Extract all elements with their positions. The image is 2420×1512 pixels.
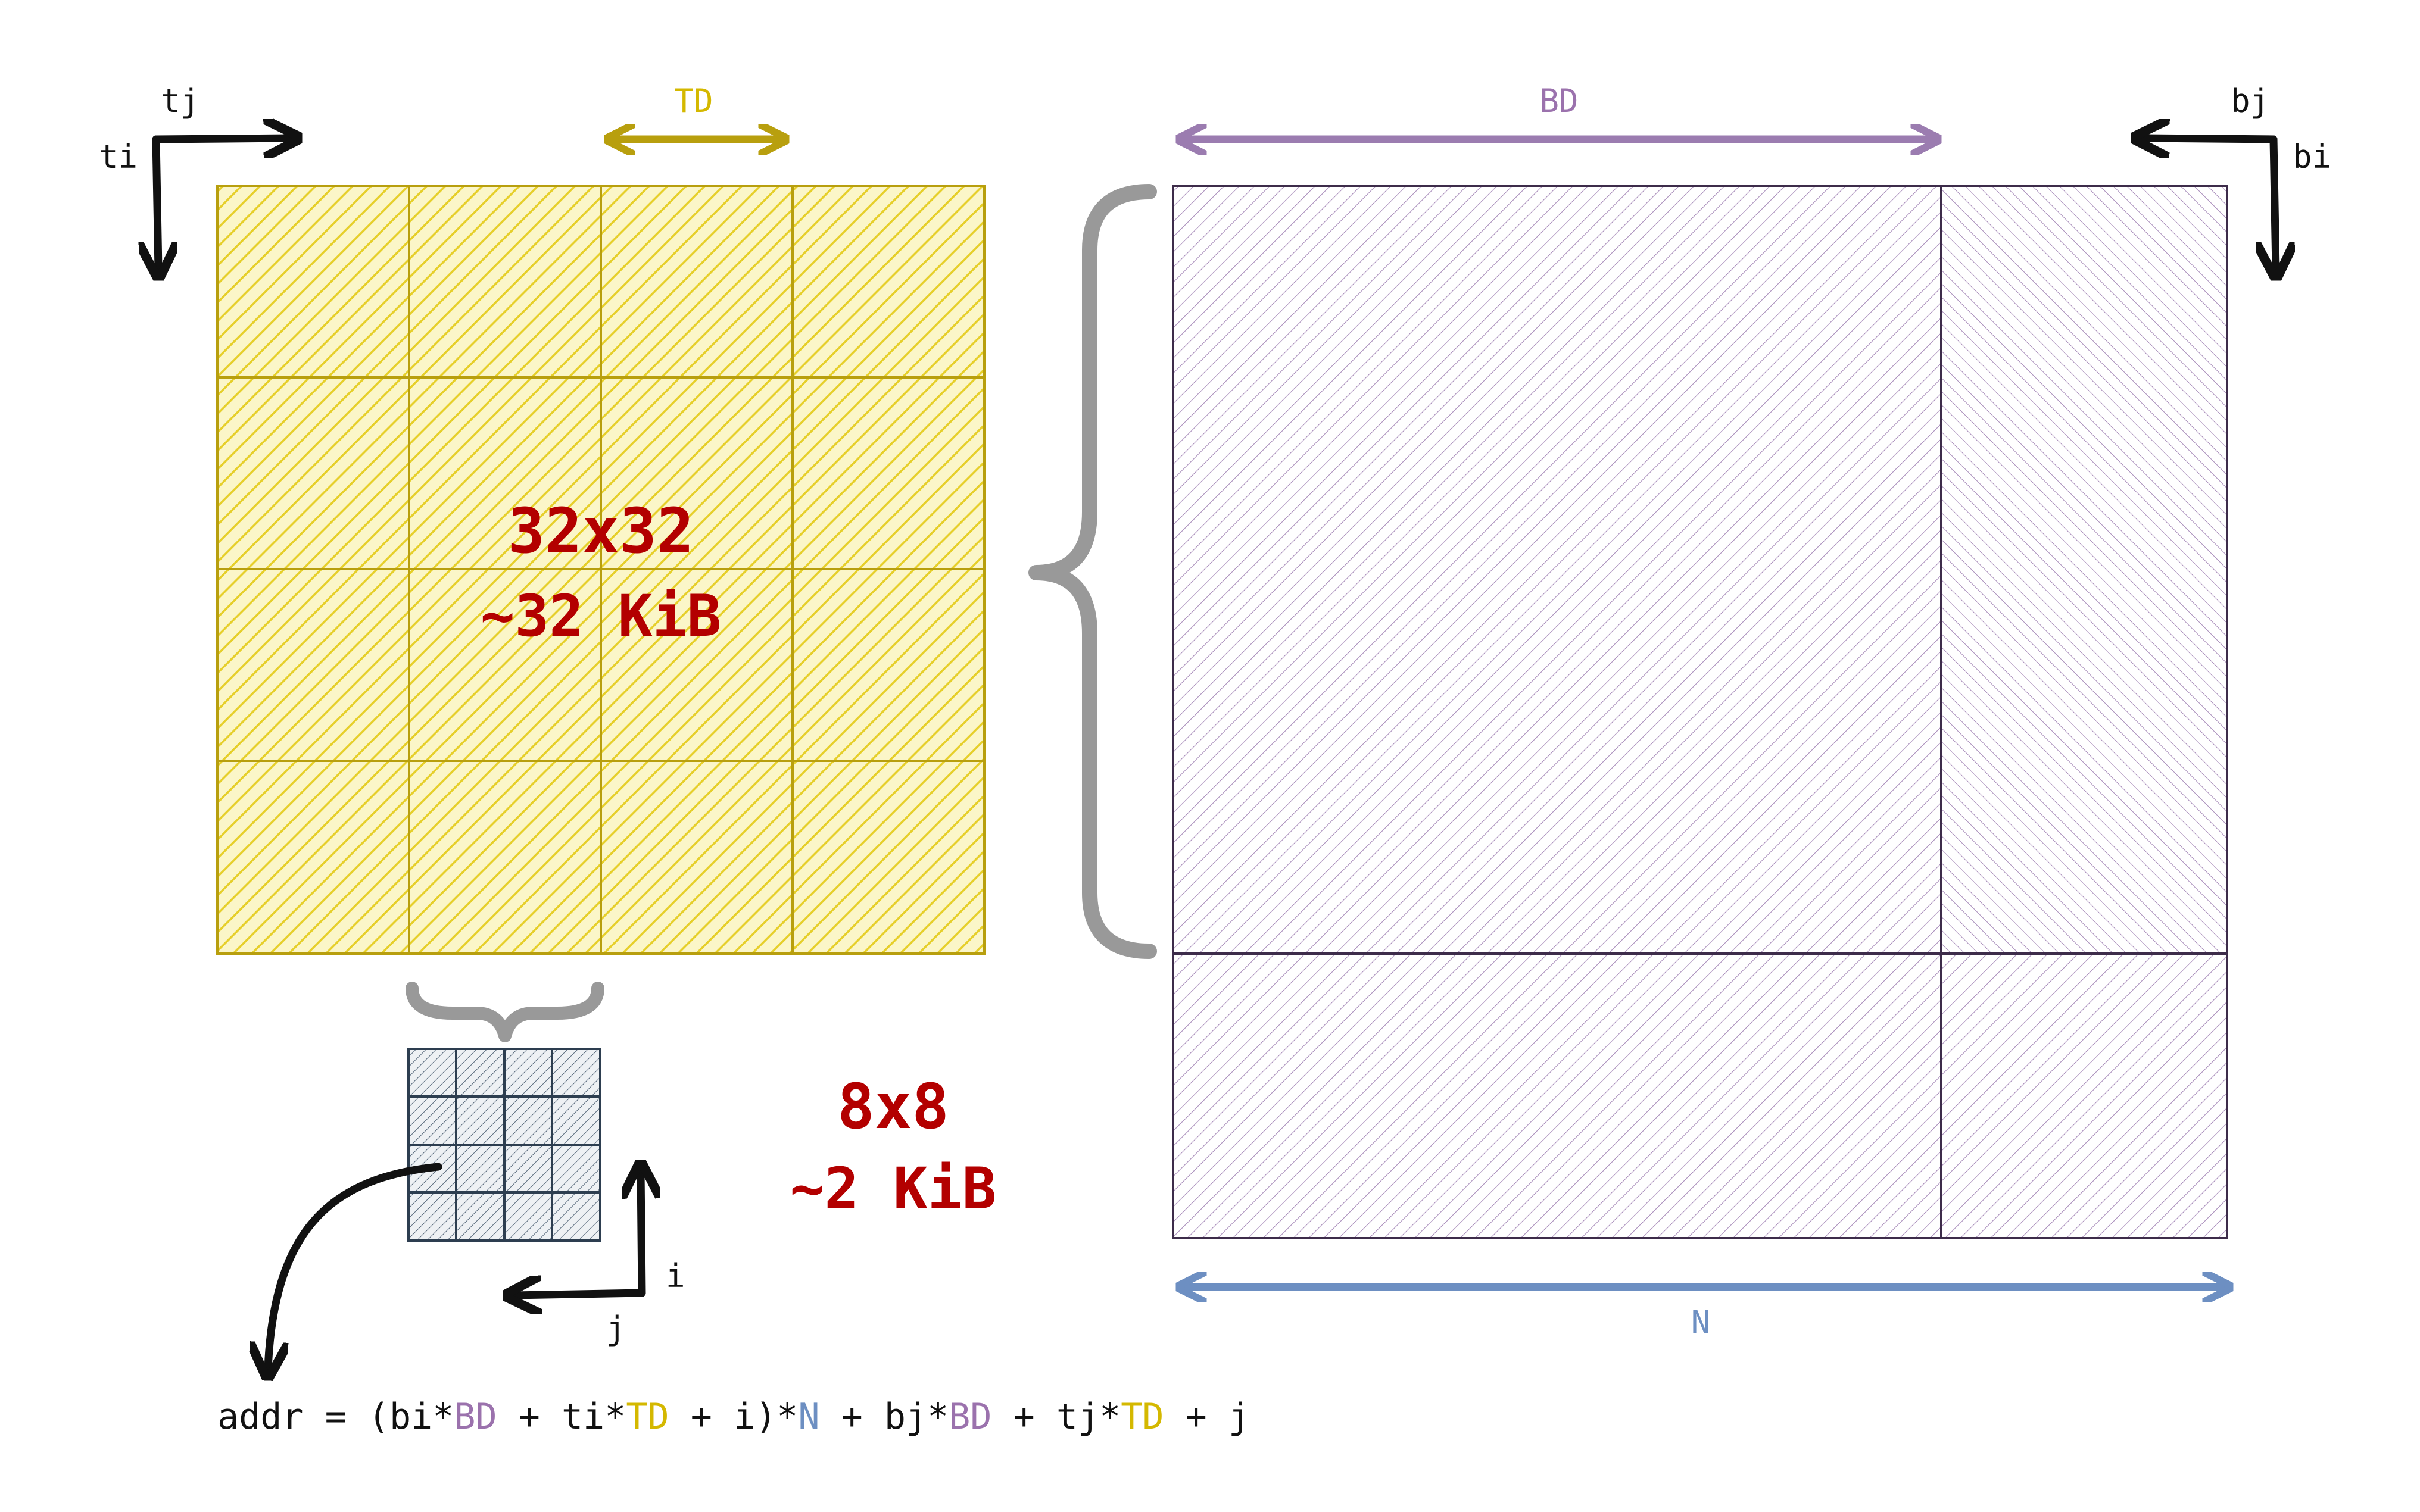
bd-label: BD <box>1539 82 1578 120</box>
bj-label: bj <box>2231 82 2269 120</box>
bi-bj-axes: bj bi <box>2143 82 2331 269</box>
big-tile-dims: 32x32 <box>507 495 694 567</box>
ti-tj-axes: tj ti <box>99 82 291 269</box>
bj-arrow <box>2143 138 2278 139</box>
bi-arrow <box>2274 135 2276 269</box>
bi-label: bi <box>2293 138 2331 176</box>
formula-part: + i)* <box>669 1396 799 1438</box>
j-arrow <box>514 1293 646 1295</box>
formula-part: + bj* <box>819 1396 949 1438</box>
formula-part: addr = (bi* <box>217 1396 454 1438</box>
small-element-grid <box>407 1048 601 1242</box>
formula-part: + tj* <box>991 1396 1121 1438</box>
j-label: j <box>606 1310 626 1347</box>
i-j-axes: i j <box>514 1172 685 1347</box>
formula-part: BD <box>949 1396 991 1438</box>
formula-part: TD <box>626 1396 669 1438</box>
addr-formula: addr = (bi*BD + ti*TD + i)*N + bj*BD + t… <box>217 1396 1250 1438</box>
td-label: TD <box>674 82 713 120</box>
block-brace <box>1028 184 1157 959</box>
i-arrow <box>641 1172 642 1297</box>
ti-arrow <box>156 135 158 269</box>
i-label: i <box>666 1257 685 1295</box>
formula-part: + j <box>1164 1396 1250 1438</box>
formula-part: N <box>798 1396 819 1438</box>
formula-part: TD <box>1121 1396 1164 1438</box>
ti-label: ti <box>99 138 138 176</box>
big-tile-size: ~32 KiB <box>481 583 722 649</box>
tj-label: tj <box>161 82 199 120</box>
n-dimension: N <box>1185 1287 2224 1341</box>
addr-curve-arrow <box>268 1163 442 1369</box>
bd-dimension: BD <box>1185 82 1932 139</box>
formula-part: + ti* <box>497 1396 626 1438</box>
td-dimension: TD <box>613 82 780 139</box>
formula-part: BD <box>454 1396 497 1438</box>
tj-arrow <box>152 138 291 139</box>
n-label: N <box>1691 1304 1711 1341</box>
small-tile-brace <box>406 982 604 1042</box>
small-tile-dims: 8x8 <box>837 1070 949 1143</box>
thread-tile-grid <box>216 185 986 955</box>
small-tile-size: ~2 KiB <box>790 1155 997 1222</box>
block-matrix <box>1172 185 2228 1239</box>
